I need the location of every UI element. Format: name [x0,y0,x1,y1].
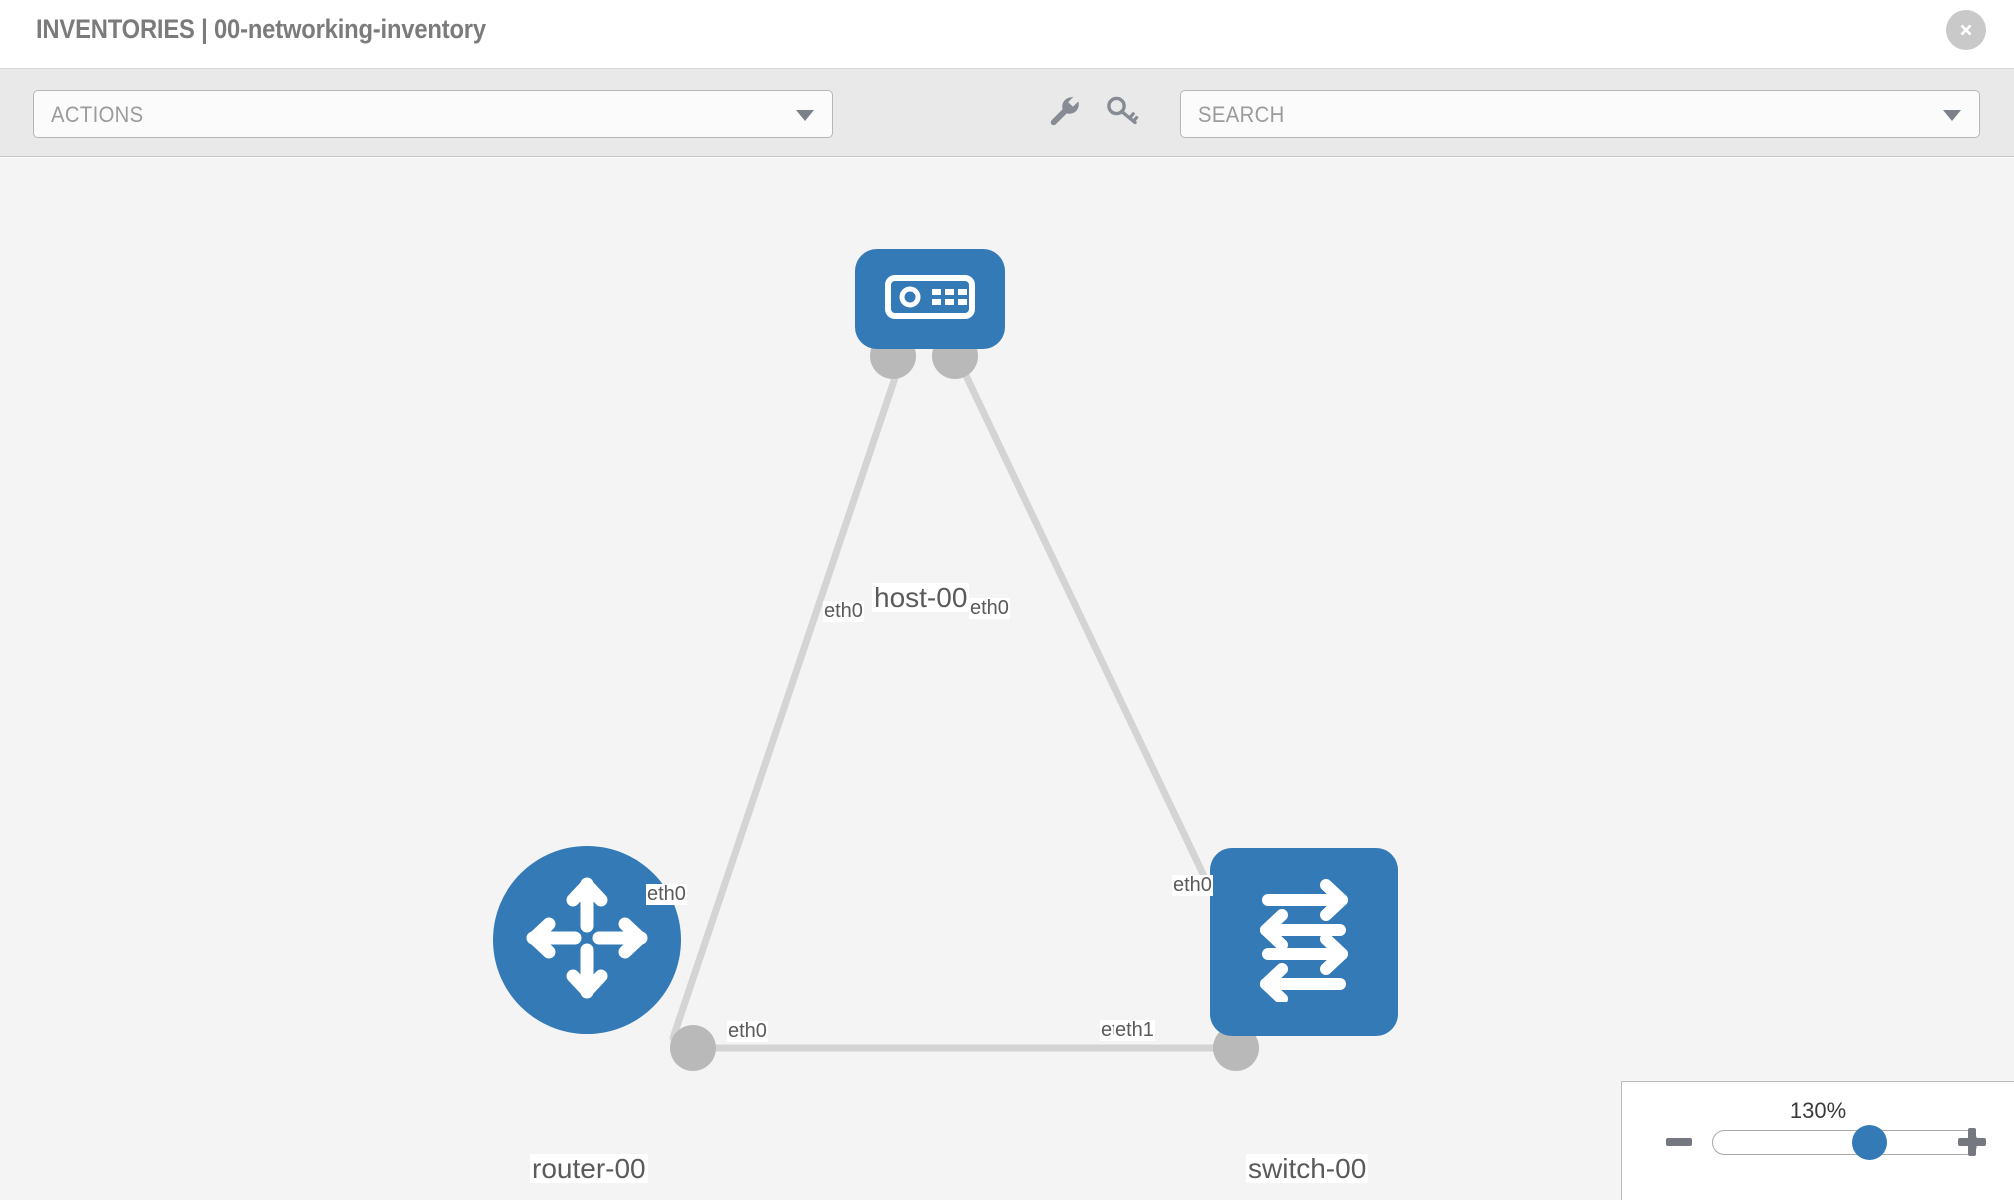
zoom-slider-thumb[interactable] [1851,1125,1887,1160]
zoom-out-button[interactable] [1666,1138,1692,1146]
chevron-down-icon [1943,110,1961,121]
server-icon [885,273,975,326]
zoom-percent-label: 130% [1789,1098,1847,1123]
zoom-in-button[interactable] [1958,1128,1986,1156]
port-router-eth0-right [670,1025,716,1071]
node-host-00[interactable] [855,249,1005,349]
wrench-button[interactable] [1042,91,1086,135]
zoom-control-panel: 130% [1621,1081,2014,1200]
switch-arrows-icon [1242,878,1366,1007]
chevron-down-icon [796,110,814,121]
actions-dropdown-label: ACTIONS [51,102,144,127]
topology-toolbar: ACTIONS SEARCH [0,69,2014,157]
topology-links-layer [669,333,1259,1071]
wrench-icon [1047,94,1081,133]
zoom-slider-track[interactable] [1712,1125,1978,1160]
node-switch-00[interactable] [1210,848,1398,1036]
page-title: INVENTORIES | 00-networking-inventory [36,14,486,44]
actions-dropdown[interactable]: ACTIONS [33,90,833,138]
link-host-switch [956,359,1247,962]
link-host-router [669,359,904,1042]
page-header: INVENTORIES | 00-networking-inventory [0,0,2014,69]
search-placeholder: SEARCH [1198,102,1285,127]
router-arrows-icon [523,874,651,1007]
node-router-00[interactable] [493,846,681,1034]
key-button[interactable] [1100,91,1144,135]
close-icon [1955,19,1977,41]
search-input[interactable]: SEARCH [1180,90,1980,138]
port-circles [670,333,1259,1071]
port-switch-eth1-left [1213,1025,1259,1071]
topology-canvas[interactable]: eth0 eth0 eth0 eth0 eth0 eth0 eth1 host-… [0,158,2014,1200]
key-icon [1105,94,1139,133]
close-button[interactable] [1946,10,1986,50]
